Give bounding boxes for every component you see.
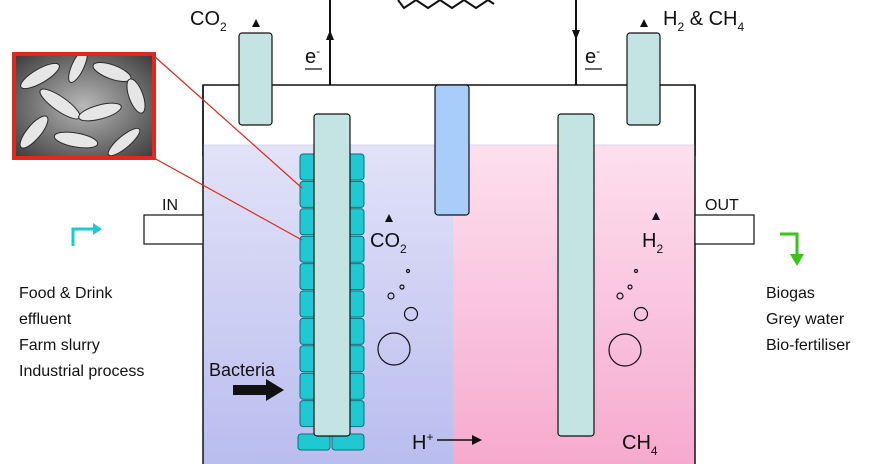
bacteria-micrograph-icon	[12, 52, 156, 160]
outlet-pipe	[694, 214, 755, 245]
left-wire-arrow-icon	[326, 30, 334, 40]
micro-cell	[20, 62, 60, 90]
outlet-label: OUT	[705, 197, 739, 214]
membrane	[434, 84, 470, 216]
ch4-label: CH4	[622, 432, 658, 458]
h2-ch4-gas-label: H2 & CH4	[663, 8, 744, 34]
micrograph-cells	[19, 54, 146, 157]
co2-gas-label: CO2	[190, 8, 227, 34]
h2-ch4-gas-tube	[626, 32, 661, 126]
outlet-arrow-icon	[780, 232, 799, 256]
h2-rise-icon	[652, 212, 660, 220]
input-item: Food & Drink	[19, 285, 113, 302]
resistor-icon	[397, 0, 495, 10]
co2-gas-up-icon	[252, 19, 260, 27]
anode-electrode	[313, 113, 351, 437]
bubble	[377, 332, 411, 366]
bubble	[405, 268, 411, 274]
bacteria-arrow-icon	[233, 385, 267, 395]
micro-cell	[78, 102, 122, 122]
co2-bubble-label: CO2	[370, 230, 407, 256]
co2-bubbles	[377, 268, 419, 366]
bubble	[608, 333, 642, 367]
input-list: Food & Drink effluent Farm slurry Indust…	[19, 285, 144, 380]
input-item: Farm slurry	[19, 337, 100, 354]
input-item: Industrial process	[19, 363, 144, 380]
bubble	[633, 306, 649, 322]
output-item: Grey water	[766, 311, 845, 328]
bubble	[387, 292, 395, 300]
inlet-arrowhead-icon	[93, 223, 102, 235]
bubble	[403, 306, 419, 322]
output-list: Biogas Grey water Bio-fertiliser	[766, 285, 851, 354]
micro-cell	[126, 78, 146, 114]
h2-gas-up-icon	[640, 19, 648, 27]
right-wire-arrow-icon	[572, 30, 580, 40]
co2-rise-icon	[385, 214, 393, 222]
cathode-electrode	[557, 113, 595, 437]
bubble	[399, 284, 405, 290]
micro-cell	[68, 54, 88, 84]
micro-cell	[19, 115, 49, 149]
inlet-arrow-icon	[71, 227, 96, 246]
output-item: Biogas	[766, 285, 815, 302]
bubble	[616, 292, 624, 300]
h2-bubbles	[608, 268, 649, 367]
callout-line-top	[153, 55, 303, 189]
input-item: effluent	[19, 311, 72, 328]
micro-cell	[107, 127, 141, 157]
electron-left-label: e-	[305, 44, 320, 68]
co2-gas-tube	[238, 32, 273, 126]
electron-right-label: e-	[585, 44, 600, 68]
bacteria-biofilm	[297, 153, 365, 451]
inlet-pipe	[143, 214, 204, 245]
micro-cell	[53, 131, 99, 149]
bubble	[633, 268, 639, 274]
micrograph-border	[12, 52, 156, 160]
outlet-arrowhead-icon	[790, 254, 804, 266]
bubble	[627, 284, 633, 290]
proton-label: H+	[412, 430, 433, 454]
h2-bubble-label: H2	[642, 230, 663, 256]
proton-arrowhead-icon	[472, 435, 482, 445]
inlet-label: IN	[162, 197, 178, 214]
bacteria-label: Bacteria	[209, 360, 276, 380]
bacteria-arrowhead-icon	[266, 379, 284, 401]
callout-line-bottom	[153, 157, 303, 241]
output-item: Bio-fertiliser	[766, 337, 851, 354]
